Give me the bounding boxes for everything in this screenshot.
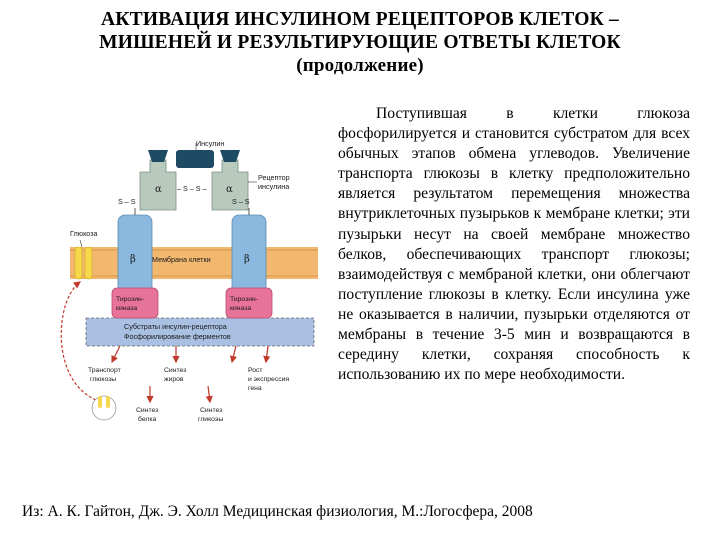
growth-label-2: и экспрессия <box>248 376 289 383</box>
transport-label-2: глюкозы <box>90 376 116 383</box>
glucose-label: Глюкоза <box>70 229 98 238</box>
glycogen-label-2: гликоэы <box>198 416 223 423</box>
citation: Из: А. К. Гайтон, Дж. Э. Холл Медицинска… <box>22 503 533 521</box>
beta-right: β <box>244 254 250 265</box>
body-text: Поступившая в клетки глюкоза фосфорилиру… <box>338 104 690 385</box>
alpha-right: α <box>226 184 233 195</box>
insulin-label: Инсулин <box>196 139 224 148</box>
vesicle <box>92 396 116 420</box>
membrane-label: Мембрана клетки <box>152 255 211 264</box>
ss-left: S – S <box>118 197 136 206</box>
beta-left: β <box>130 254 136 265</box>
glycogen-label-1: Синтез <box>200 407 222 414</box>
receptor-label-1: Рецептор <box>258 173 290 182</box>
kinase-left-2: киназа <box>116 305 137 312</box>
insulin-molecule <box>176 150 214 168</box>
receptor-alpha-left <box>140 150 176 210</box>
fat-label-2: жиров <box>164 376 184 383</box>
protein-label-1: Синтез <box>136 407 158 414</box>
receptor-label-2: инсулина <box>258 182 289 191</box>
kinase-left-1: Тирозин- <box>116 296 144 303</box>
transport-label-1: Транспорт <box>88 367 121 374</box>
kinase-right <box>226 288 272 318</box>
phosphorylation-label: Фосфорилирование ферментов <box>124 332 231 341</box>
kinase-left <box>112 288 158 318</box>
growth-label-1: Рост <box>248 367 263 374</box>
substrates-label: Субстраты инсулин-рецептора <box>124 322 227 331</box>
kinase-right-2: киназа <box>230 305 251 312</box>
kinase-right-1: Тирозин- <box>230 296 258 303</box>
body-paragraph: Поступившая в клетки глюкоза фосфорилиру… <box>338 104 690 385</box>
alpha-left: α <box>155 184 162 195</box>
protein-label-2: белка <box>138 415 156 423</box>
ss-right-top: S – S <box>232 197 250 206</box>
growth-label-3: гена <box>248 385 262 392</box>
fat-label-1: Синтез <box>164 367 186 374</box>
ss-bridge-middle: – S – S – <box>177 184 207 193</box>
